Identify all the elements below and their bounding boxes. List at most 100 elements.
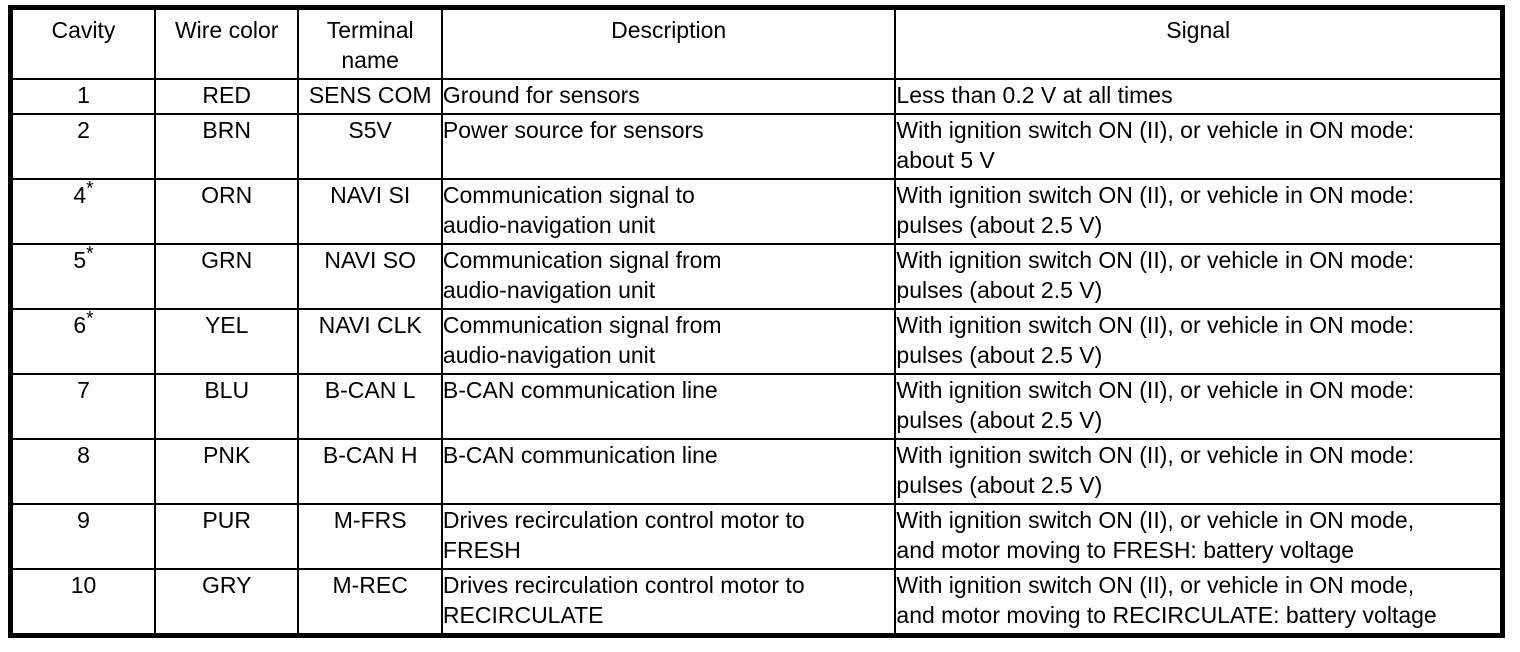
cell-signal: With ignition switch ON (II), or vehicle… xyxy=(894,308,1504,375)
table-row: 10 GRY M-REC Drives recirculation contro… xyxy=(9,568,1504,637)
cell-signal-line1: With ignition switch ON (II), or vehicle… xyxy=(896,507,1415,533)
cell-signal: With ignition switch ON (II), or vehicle… xyxy=(894,568,1504,637)
cell-description-line1: Drives recirculation control motor to xyxy=(442,507,805,533)
cell-wire-color: BLU xyxy=(153,373,300,440)
cell-terminal-name: B-CAN L xyxy=(297,373,443,440)
cell-signal-line1: With ignition switch ON (II), or vehicle… xyxy=(896,572,1415,598)
cell-wire-color: PNK xyxy=(153,438,300,505)
cell-wire-color: RED xyxy=(153,78,300,115)
cell-terminal-name: S5V xyxy=(297,113,443,180)
cell-cavity: 10 xyxy=(9,568,156,637)
cell-description: Ground for sensors xyxy=(440,78,897,115)
column-header-terminal-name-label-line2: name xyxy=(341,47,399,73)
cell-terminal-name: NAVI SI xyxy=(297,178,443,245)
cell-description: Power source for sensors xyxy=(440,113,897,180)
cell-description-line1: Ground for sensors xyxy=(442,82,640,108)
column-header-cavity-label: Cavity xyxy=(51,17,116,43)
cell-wire-color: GRY xyxy=(153,568,300,637)
cell-signal-line1: With ignition switch ON (II), or vehicle… xyxy=(896,182,1415,208)
cell-description-line1: Communication signal from xyxy=(442,247,722,273)
column-header-terminal-name-label-line1: Terminal xyxy=(326,17,414,43)
cell-description-line1: Drives recirculation control motor to xyxy=(442,572,805,598)
column-header-cavity: Cavity xyxy=(9,6,156,80)
cell-signal-line1: With ignition switch ON (II), or vehicle… xyxy=(896,247,1415,273)
cell-wire-color: YEL xyxy=(153,308,300,375)
cell-signal-line1: With ignition switch ON (II), or vehicle… xyxy=(896,312,1415,338)
cell-terminal-name: NAVI CLK xyxy=(297,308,443,375)
column-header-description-label: Description xyxy=(611,17,727,43)
cell-signal: Less than 0.2 V at all times xyxy=(894,78,1504,115)
cell-description: Drives recirculation control motor to FR… xyxy=(440,503,897,570)
cell-signal-line2: about 5 V xyxy=(896,147,995,173)
cell-description-line1: Power source for sensors xyxy=(442,117,704,143)
table-row: 1 RED SENS COM Ground for sensors Less t… xyxy=(9,78,1504,115)
cell-signal-line1: With ignition switch ON (II), or vehicle… xyxy=(896,442,1415,468)
table-row: 4* ORN NAVI SI Communication signal to a… xyxy=(9,178,1504,245)
cell-description-line2: FRESH xyxy=(442,537,521,563)
cell-signal-line2: and motor moving to FRESH: battery volta… xyxy=(896,537,1355,563)
cavity-footnote-marker: * xyxy=(86,178,94,200)
table-header-row: Cavity Wire color Terminal name Descript… xyxy=(9,6,1504,80)
cell-description-line1: B-CAN communication line xyxy=(442,377,718,403)
column-header-description: Description xyxy=(440,6,897,80)
table-row: 7 BLU B-CAN L B-CAN communication line W… xyxy=(9,373,1504,440)
cell-description-line2: audio-navigation unit xyxy=(442,277,656,303)
cell-terminal-name: B-CAN H xyxy=(297,438,443,505)
cell-signal-line1: Less than 0.2 V at all times xyxy=(896,82,1173,108)
column-header-terminal-name: Terminal name xyxy=(297,6,443,80)
cell-description: B-CAN communication line xyxy=(440,438,897,505)
table-row: 8 PNK B-CAN H B-CAN communication line W… xyxy=(9,438,1504,505)
cell-description: B-CAN communication line xyxy=(440,373,897,440)
cell-description-line1: B-CAN communication line xyxy=(442,442,718,468)
cell-description-line2: RECIRCULATE xyxy=(442,602,604,628)
cell-wire-color: BRN xyxy=(153,113,300,180)
cell-cavity: 2 xyxy=(9,113,156,180)
cell-cavity: 7 xyxy=(9,373,156,440)
cell-description-line1: Communication signal from xyxy=(442,312,722,338)
cavity-footnote-marker: * xyxy=(86,243,94,265)
cell-description: Drives recirculation control motor to RE… xyxy=(440,568,897,637)
cell-signal: With ignition switch ON (II), or vehicle… xyxy=(894,503,1504,570)
cell-terminal-name: NAVI SO xyxy=(297,243,443,310)
cell-signal: With ignition switch ON (II), or vehicle… xyxy=(894,438,1504,505)
cell-cavity: 4* xyxy=(9,178,156,245)
column-header-wire-color-label: Wire color xyxy=(174,17,279,43)
cell-signal-line1: With ignition switch ON (II), or vehicle… xyxy=(896,117,1415,143)
cell-signal-line2: pulses (about 2.5 V) xyxy=(896,277,1103,303)
table-row: 9 PUR M-FRS Drives recirculation control… xyxy=(9,503,1504,570)
cell-description: Communication signal to audio-navigation… xyxy=(440,178,897,245)
column-header-signal: Signal xyxy=(894,6,1504,80)
cell-cavity: 5* xyxy=(9,243,156,310)
table-row: 6* YEL NAVI CLK Communication signal fro… xyxy=(9,308,1504,375)
connector-pinout-table: Cavity Wire color Terminal name Descript… xyxy=(8,5,1505,638)
cell-wire-color: ORN xyxy=(153,178,300,245)
cell-description-line2: audio-navigation unit xyxy=(442,342,656,368)
cell-wire-color: GRN xyxy=(153,243,300,310)
cell-cavity: 9 xyxy=(9,503,156,570)
cell-description-line1: Communication signal to xyxy=(442,182,695,208)
cell-terminal-name: M-REC xyxy=(297,568,443,637)
cell-signal-line2: and motor moving to RECIRCULATE: battery… xyxy=(896,602,1437,628)
cell-description: Communication signal from audio-navigati… xyxy=(440,308,897,375)
cell-signal-line2: pulses (about 2.5 V) xyxy=(896,407,1103,433)
cell-signal-line2: pulses (about 2.5 V) xyxy=(896,212,1103,238)
cell-terminal-name: M-FRS xyxy=(297,503,443,570)
cell-signal: With ignition switch ON (II), or vehicle… xyxy=(894,373,1504,440)
cell-cavity: 8 xyxy=(9,438,156,505)
cell-terminal-name: SENS COM xyxy=(297,78,443,115)
cell-cavity: 1 xyxy=(9,78,156,115)
cavity-footnote-marker: * xyxy=(86,308,94,330)
cell-signal-line2: pulses (about 2.5 V) xyxy=(896,342,1103,368)
cell-wire-color: PUR xyxy=(153,503,300,570)
column-header-signal-label: Signal xyxy=(1166,17,1231,43)
cell-signal: With ignition switch ON (II), or vehicle… xyxy=(894,243,1504,310)
cell-signal-line2: pulses (about 2.5 V) xyxy=(896,472,1103,498)
table-row: 2 BRN S5V Power source for sensors With … xyxy=(9,113,1504,180)
cell-signal: With ignition switch ON (II), or vehicle… xyxy=(894,178,1504,245)
cell-signal-line1: With ignition switch ON (II), or vehicle… xyxy=(896,377,1415,403)
cell-signal: With ignition switch ON (II), or vehicle… xyxy=(894,113,1504,180)
table-row: 5* GRN NAVI SO Communication signal from… xyxy=(9,243,1504,310)
cell-description: Communication signal from audio-navigati… xyxy=(440,243,897,310)
cell-cavity: 6* xyxy=(9,308,156,375)
